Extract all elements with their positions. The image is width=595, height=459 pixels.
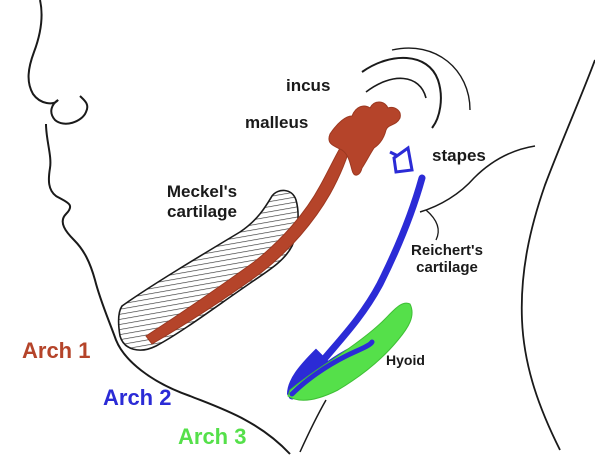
stapes-label: stapes [432,146,486,166]
meckels-label-line2: cartilage [152,202,252,222]
meckels-cartilage-label: Meckel's cartilage [152,182,252,221]
reicherts-label-line2: cartilage [400,259,494,276]
meckels-label-line1: Meckel's [152,182,252,202]
neck-back-outline [522,60,595,450]
reicherts-label-line1: Reichert's [400,242,494,259]
reicherts-cartilage-label: Reichert's cartilage [400,242,494,277]
arch3-label: Arch 3 [178,424,246,449]
neck-outline [300,400,326,452]
stapes-shape [390,148,412,172]
malleus-label: malleus [245,113,308,133]
arch1-label: Arch 1 [22,338,90,363]
arch2-label: Arch 2 [103,385,171,410]
incus-label: incus [286,76,330,96]
jaw-lower-outline [426,210,438,240]
ear-arc-outer [366,78,426,98]
hyoid-label: Hyoid [386,352,425,368]
